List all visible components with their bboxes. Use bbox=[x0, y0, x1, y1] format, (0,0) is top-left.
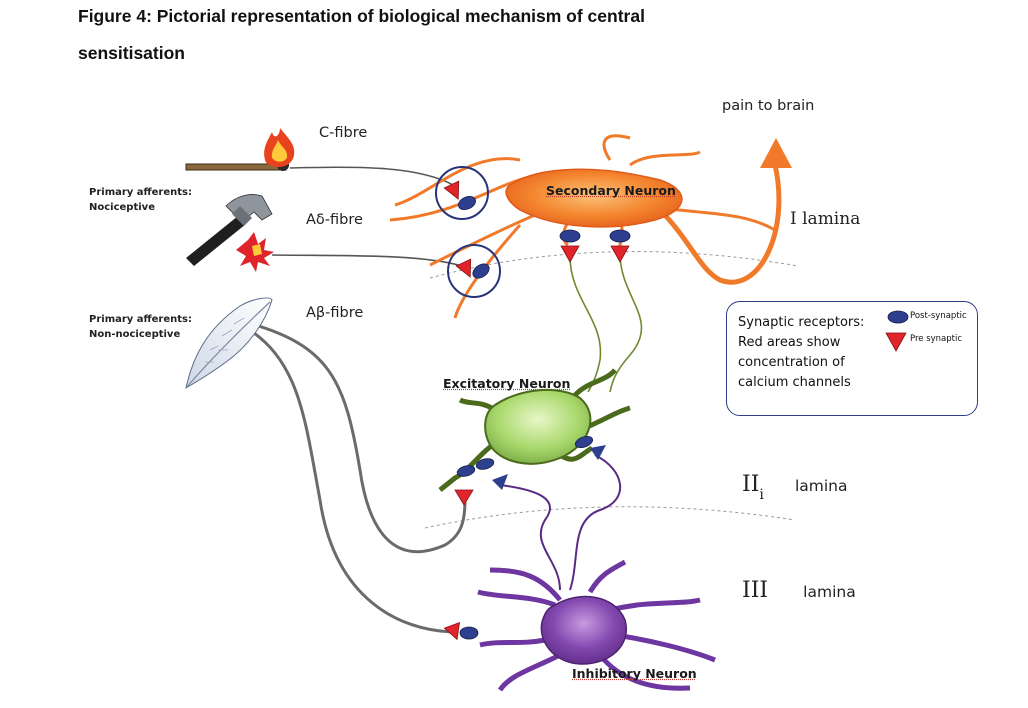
figure-title: Figure 4: Pictorial representation of bi… bbox=[78, 6, 645, 64]
post-synaptic-receptors bbox=[456, 195, 631, 640]
lamina-III-label: III lamina bbox=[742, 578, 856, 603]
a-delta-fibre-synapse-circle bbox=[447, 244, 501, 298]
secondary-neuron-label: Secondary Neuron bbox=[546, 183, 676, 198]
inhibitory-neuron-label: Inhibitory Neuron bbox=[572, 666, 697, 681]
a-delta-fibre-label: Aδ-fibre bbox=[306, 212, 363, 228]
inhibitory-to-excitatory-axon-1 bbox=[499, 484, 561, 591]
a-delta-fibre-axon bbox=[271, 254, 463, 267]
a-beta-fibre-label: Aβ-fibre bbox=[306, 305, 364, 321]
pain-to-brain-label: pain to brain bbox=[722, 98, 815, 114]
pre-synaptic-excitatory bbox=[454, 489, 474, 506]
synaptic-receptors-legend bbox=[726, 301, 978, 416]
a-beta-fibre-axon-to-inhibitory bbox=[244, 325, 453, 634]
legend-post-synaptic-label: Post-synaptic bbox=[910, 311, 967, 321]
post-synaptic-secondary-1 bbox=[559, 229, 581, 243]
legend-line-2: Red areas show bbox=[738, 335, 841, 350]
secondary-neuron bbox=[389, 134, 792, 319]
pain-to-brain-arrowhead bbox=[760, 138, 792, 168]
excitatory-to-secondary-axon-2 bbox=[609, 255, 643, 393]
post-synaptic-excitatory-2 bbox=[475, 458, 495, 470]
c-fibre-synapse-circle bbox=[435, 166, 489, 220]
lamina-III-word: lamina bbox=[803, 583, 856, 601]
post-synaptic-a-delta bbox=[472, 263, 490, 279]
lamina-IIi-word: lamina bbox=[794, 477, 848, 495]
c-fibre-label: C-fibre bbox=[319, 125, 368, 141]
pre-synaptic-c-fibre bbox=[443, 180, 460, 200]
pre-synaptic-receptors bbox=[443, 180, 630, 641]
primary-afferents-non-nociceptive-line1: Primary afferents: bbox=[89, 314, 192, 325]
hammer-icon bbox=[186, 194, 274, 272]
lamina-I-boundary bbox=[429, 251, 799, 279]
lamina-IIi-numeral: II bbox=[742, 472, 760, 497]
lamina-III-numeral: III bbox=[742, 578, 769, 603]
a-beta-fibre-axon-to-excitatory bbox=[244, 320, 467, 554]
primary-afferents-non-nociceptive-line2: Non-nociceptive bbox=[89, 329, 181, 340]
legend-line-3: concentration of bbox=[738, 355, 845, 370]
post-synaptic-secondary-2 bbox=[609, 229, 631, 243]
inhibitory-to-excitatory-axon-2 bbox=[569, 454, 621, 591]
pre-synaptic-a-delta bbox=[455, 258, 472, 278]
inhibitory-terminals bbox=[492, 445, 606, 490]
primary-afferents-nociceptive-line1: Primary afferents: bbox=[89, 187, 192, 198]
lamina-IIi-subscript: i bbox=[759, 487, 764, 503]
legend-pre-synaptic-marker bbox=[885, 332, 907, 352]
pre-synaptic-inhibitory bbox=[443, 622, 460, 641]
pre-synaptic-secondary-1 bbox=[560, 245, 580, 263]
legend-text: Synaptic receptors: Red areas show conce… bbox=[738, 313, 864, 393]
figure-title-line-1: Figure 4: Pictorial representation of bi… bbox=[78, 6, 645, 26]
lamina-I-label: I lamina bbox=[790, 209, 861, 229]
feather-icon bbox=[185, 297, 273, 390]
post-synaptic-excitatory-1 bbox=[456, 465, 476, 477]
excitatory-neuron bbox=[438, 368, 631, 492]
figure-title-line-2: sensitisation bbox=[78, 43, 185, 63]
excitatory-neuron-label: Excitatory Neuron bbox=[443, 376, 571, 391]
primary-afferents-nociceptive-line2: Nociceptive bbox=[89, 202, 155, 213]
post-synaptic-c-fibre bbox=[458, 195, 476, 211]
lamina-II-boundary bbox=[424, 506, 796, 529]
primary-afferents-nociceptive-label: Primary afferents: Nociceptive bbox=[89, 185, 192, 215]
c-fibre-axon bbox=[289, 166, 456, 187]
legend-line-4: calcium channels bbox=[738, 375, 851, 390]
legend-line-1: Synaptic receptors: bbox=[738, 315, 865, 330]
lamina-IIi-label: IIi lamina bbox=[742, 472, 848, 503]
legend-pre-synaptic-label: Pre synaptic bbox=[910, 334, 963, 344]
primary-afferents-non-nociceptive-label: Primary afferents: Non-nociceptive bbox=[89, 312, 192, 342]
inhibitory-neuron bbox=[477, 559, 716, 692]
post-synaptic-excitatory-3 bbox=[574, 435, 594, 449]
pre-synaptic-secondary-2 bbox=[610, 245, 630, 263]
legend-post-synaptic-marker bbox=[887, 310, 909, 324]
burning-match-icon bbox=[185, 128, 295, 171]
post-synaptic-inhibitory bbox=[459, 626, 479, 640]
excitatory-to-secondary-axon-1 bbox=[569, 255, 602, 393]
